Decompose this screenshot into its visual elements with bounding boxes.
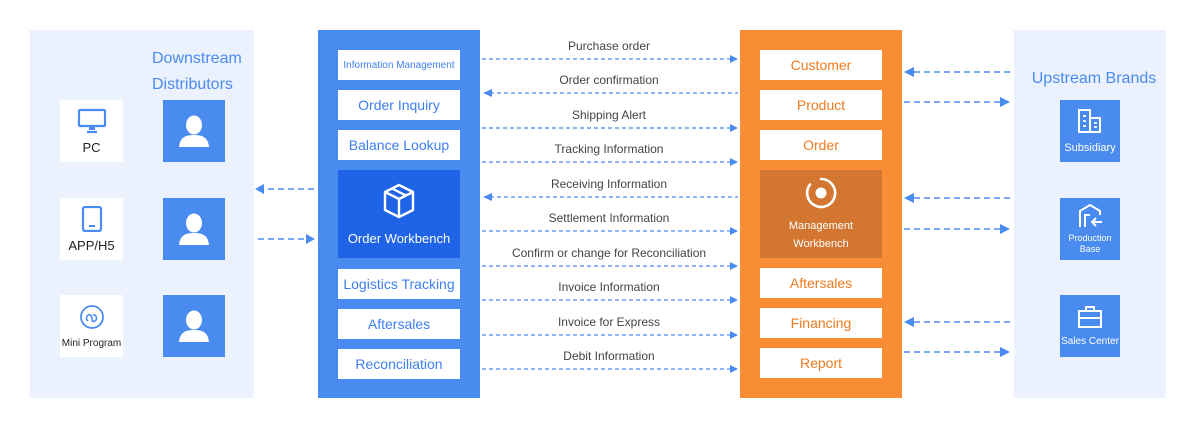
client-mini-program[interactable]: Mini Program bbox=[60, 295, 123, 357]
flow-label-debit-information: Debit Information bbox=[563, 349, 655, 363]
management-item-aftersales[interactable]: Aftersales bbox=[760, 268, 882, 298]
avatar-mini-program bbox=[163, 295, 225, 357]
flow-label-reconciliation-change: Confirm or change for Reconciliation bbox=[511, 246, 707, 260]
brand-subsidiary[interactable]: Subsidiary bbox=[1060, 100, 1120, 162]
order-workbench[interactable]: Order Workbench bbox=[338, 170, 460, 258]
monitor-icon bbox=[77, 108, 106, 133]
flow-label-tracking-information: Tracking Information bbox=[554, 142, 664, 156]
user-icon bbox=[179, 310, 209, 342]
management-workbench-label: Management Workbench bbox=[789, 217, 853, 253]
management-workbench[interactable]: Management Workbench bbox=[760, 170, 882, 258]
management-item-order[interactable]: Order bbox=[760, 130, 882, 160]
brand-sales-center-label: Sales Center bbox=[1061, 336, 1119, 347]
flow-label-settlement-information: Settlement Information bbox=[548, 211, 670, 225]
management-workbench-line2: Workbench bbox=[793, 238, 849, 250]
flow-label-invoice-information: Invoice Information bbox=[558, 280, 660, 294]
flow-label-purchase-order: Purchase order bbox=[567, 39, 651, 53]
management-workbench-line1: Management bbox=[788, 220, 854, 232]
order-workbench-label: Order Workbench bbox=[347, 230, 451, 246]
brand-subsidiary-label: Subsidiary bbox=[1064, 142, 1116, 154]
upstream-title: Upstream Brands bbox=[1031, 70, 1157, 87]
downstream-arrows bbox=[255, 184, 315, 244]
flow-label-invoice-for-express: Invoice for Express bbox=[557, 315, 661, 329]
flow-label-order-confirmation: Order confirmation bbox=[559, 73, 659, 87]
management-item-report[interactable]: Report bbox=[760, 348, 882, 378]
factory-icon bbox=[1079, 203, 1102, 227]
briefcase-icon bbox=[1078, 306, 1102, 328]
client-app-label: APP/H5 bbox=[68, 237, 115, 253]
order-item-logistics-tracking[interactable]: Logistics Tracking bbox=[338, 269, 460, 299]
flow-label-receiving-information: Receiving Information bbox=[550, 177, 668, 191]
order-item-order-inquiry[interactable]: Order Inquiry bbox=[338, 90, 460, 120]
avatar-pc bbox=[163, 100, 225, 162]
client-pc-label: PC bbox=[82, 139, 101, 155]
client-mini-program-label: Mini Program bbox=[61, 337, 122, 349]
brand-production-base[interactable]: Production Base bbox=[1060, 198, 1120, 260]
tablet-icon bbox=[81, 205, 102, 232]
management-item-financing[interactable]: Financing bbox=[760, 308, 882, 338]
user-icon bbox=[179, 115, 209, 147]
building-icon bbox=[1078, 109, 1101, 133]
downstream-title-line1: Downstream bbox=[152, 50, 242, 67]
brand-production-base-line2: Base bbox=[1079, 244, 1101, 254]
package-box-icon bbox=[383, 183, 415, 218]
order-item-balance-lookup[interactable]: Balance Lookup bbox=[338, 130, 460, 160]
order-item-aftersales[interactable]: Aftersales bbox=[338, 309, 460, 339]
brand-production-base-line1: Production bbox=[1068, 233, 1112, 243]
flow-label-shipping-alert: Shipping Alert bbox=[571, 108, 647, 122]
avatar-app bbox=[163, 198, 225, 260]
upstream-arrows bbox=[904, 67, 1012, 357]
mini-program-icon bbox=[79, 304, 104, 329]
user-icon bbox=[179, 213, 209, 245]
brand-sales-center[interactable]: Sales Center bbox=[1060, 295, 1120, 357]
management-item-customer[interactable]: Customer bbox=[760, 50, 882, 80]
flow-arrows bbox=[482, 55, 738, 373]
downstream-title: Downstream Distributors bbox=[152, 48, 252, 96]
brand-production-base-label: Production Base bbox=[1068, 233, 1111, 255]
order-item-reconciliation[interactable]: Reconciliation bbox=[338, 349, 460, 379]
downstream-title-line2: Distributors bbox=[152, 76, 233, 93]
workbench-ring-icon bbox=[805, 177, 837, 209]
client-pc[interactable]: PC bbox=[60, 100, 123, 162]
client-app[interactable]: APP/H5 bbox=[60, 198, 123, 260]
management-item-product[interactable]: Product bbox=[760, 90, 882, 120]
order-item-information-management[interactable]: Information Management bbox=[338, 50, 460, 80]
